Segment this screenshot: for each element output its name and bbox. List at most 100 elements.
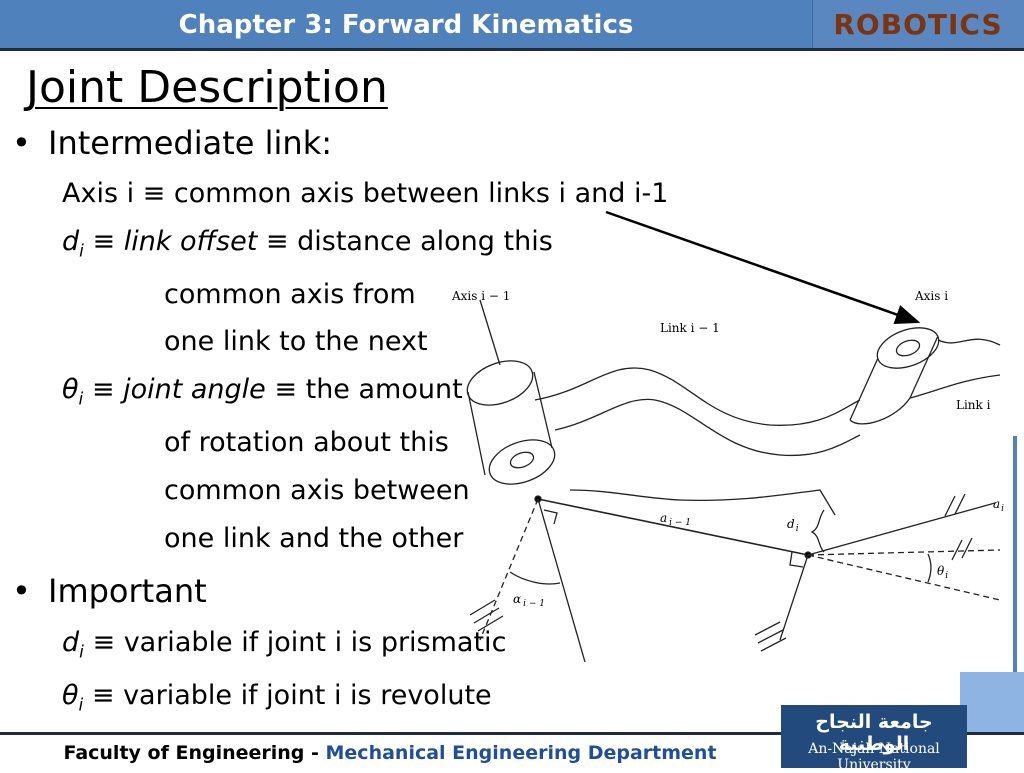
bullet-important: • Important (12, 572, 207, 610)
bullet-text: Intermediate link: (48, 124, 332, 162)
side-accent-bar (1013, 436, 1017, 672)
theta-diagram-subscript: i (945, 571, 948, 581)
equiv-sign: ≡ (92, 226, 116, 257)
axis-prev-upper-line (479, 299, 501, 366)
joint-prev-bottom (488, 439, 556, 485)
a-prev-subscript: i − 1 (669, 518, 691, 528)
hash-marks-a (944, 493, 966, 517)
link-prev-upper-edge (534, 367, 861, 426)
brand-box (812, 0, 1024, 48)
link-prev-lower-edge (554, 398, 861, 457)
chapter-title: Chapter 3: Forward Kinematics (178, 10, 634, 40)
joint-curr-top (876, 327, 940, 369)
axis-prev-label: Axis i − 1 (451, 289, 510, 303)
d-label: di (787, 517, 799, 534)
d-symbol: d (62, 226, 80, 257)
university-name-arabic: جامعة النجاح الوطنية (815, 711, 933, 755)
right-angle-prev (543, 509, 558, 525)
prismatic-text: variable if joint i is prismatic (123, 627, 507, 658)
offset-bracket (810, 509, 825, 553)
slide-title: Joint Description (26, 62, 388, 113)
link-length-line (807, 502, 996, 556)
d-subscript: i (79, 241, 84, 262)
hash-marks-b (951, 537, 973, 561)
alpha-arc (509, 571, 561, 585)
equiv-sign: ≡ (91, 374, 115, 405)
a-prev-symbol: a (660, 511, 667, 525)
joint-angle-term: joint angle (123, 374, 266, 405)
theta-label: θi (937, 564, 948, 581)
link-curr-edges (909, 338, 1001, 399)
link-offset-term: link offset (123, 226, 258, 257)
alpha-subscript: i − 1 (523, 599, 545, 609)
joint-prev-sides (467, 371, 553, 476)
joint-curr-bore (895, 339, 921, 357)
footer-divider (0, 732, 1024, 735)
joint-prev-top (466, 360, 534, 406)
axis-definition: Axis i ≡ common axis between links i and… (62, 178, 669, 209)
link-prev-label: Link i − 1 (660, 321, 720, 335)
equiv-sign: ≡ (274, 374, 298, 405)
theta-symbol: θ (62, 680, 79, 711)
joint-curr-bottom (849, 397, 911, 425)
link-curr-label: Link i (956, 398, 991, 412)
theta-proj-line (807, 554, 1001, 601)
prismatic-note: di ≡ variable if joint i is prismatic (62, 627, 506, 662)
footer-department: Mechanical Engineering Department (325, 742, 717, 764)
equiv-sign: ≡ (91, 680, 115, 711)
revolute-text: variable if joint i is revolute (123, 680, 492, 711)
joint-angle-cont-3: one link and the other (164, 523, 464, 554)
bullet-text: Important (48, 572, 207, 610)
hash-marks-c (469, 599, 504, 632)
bullet-dot: • (12, 572, 31, 610)
alpha-symbol: α (513, 592, 521, 606)
header-divider (0, 48, 1024, 51)
joint-prev-bore (509, 451, 535, 469)
theta-subscript: i (78, 389, 84, 410)
joint-curr-sides (849, 335, 939, 421)
link-offset-definition: di ≡ link offset ≡ distance along this (62, 226, 553, 261)
theta-subscript: i (78, 695, 84, 716)
equiv-sign: ≡ (265, 226, 289, 257)
axis-prev-lower-line (537, 498, 586, 662)
theta-arc (927, 553, 932, 583)
brand-label: ROBOTICS (833, 8, 1003, 41)
hash-marks-d (754, 621, 787, 652)
joint-angle-text: the amount (305, 374, 463, 405)
bullet-dot: • (12, 124, 31, 162)
theta-symbol: θ (62, 374, 79, 405)
a-curr-label: ai (993, 497, 1004, 514)
footer-text: Faculty of Engineering - Mechanical Engi… (0, 742, 780, 764)
bullet-intermediate-link: • Intermediate link: (12, 124, 332, 162)
link-offset-text: distance along this (297, 226, 553, 257)
d-diagram-subscript: i (796, 524, 799, 534)
axis-curr-lower-line (779, 554, 809, 641)
university-name-english: An-Najah National University (808, 741, 940, 773)
d-diagram-symbol: d (787, 517, 795, 531)
equiv-sign: ≡ (92, 627, 116, 658)
d-subscript: i (79, 642, 84, 663)
a-curr-subscript: i (1001, 504, 1004, 514)
a-curr-symbol: a (993, 497, 1000, 511)
d-symbol: d (62, 627, 80, 658)
joint-angle-cont-1: of rotation about this (164, 427, 449, 458)
link-prev-underside (569, 489, 836, 516)
axis-curr-label: Axis i (914, 289, 948, 303)
footer-faculty: Faculty of Engineering - (63, 742, 319, 764)
joint-angle-definition: θi ≡ joint angle ≡ the amount (62, 374, 463, 409)
side-accent-block (960, 672, 1024, 734)
theta-ref-line (807, 549, 1001, 556)
revolute-note: θi ≡ variable if joint i is revolute (62, 680, 492, 715)
joint-angle-cont-2: common axis between (164, 475, 470, 506)
university-logo: جامعة النجاح الوطنية An-Najah National U… (781, 705, 967, 773)
common-normal-line (537, 498, 809, 556)
link-offset-cont-1: common axis from (164, 279, 416, 310)
link-offset-cont-2: one link to the next (164, 326, 428, 357)
theta-diagram-symbol: θ (937, 564, 945, 578)
right-angle-curr (789, 551, 804, 568)
axis-prev-projection (479, 498, 539, 641)
